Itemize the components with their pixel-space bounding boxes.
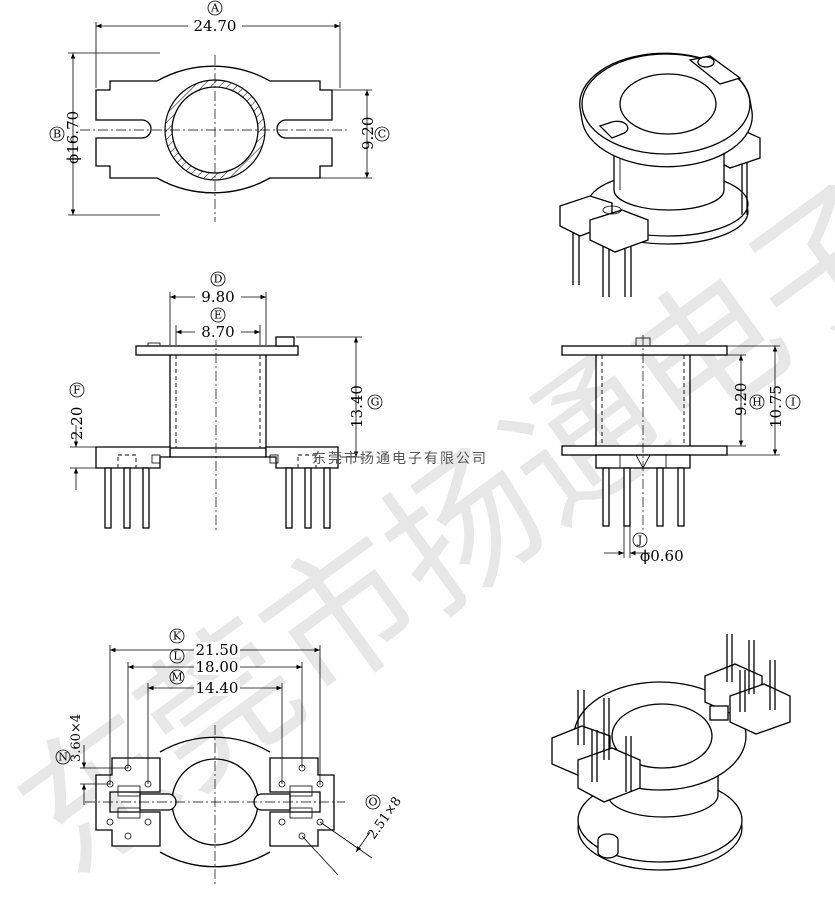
dim-F-letter: F: [73, 384, 81, 397]
dim-I-value: 10.75: [767, 385, 785, 428]
dim-I-letter: I: [791, 396, 795, 409]
dim-E-value: 8.70: [201, 323, 234, 341]
dim-O-letter: O: [368, 796, 377, 809]
dim-N-value: 3.60×4: [69, 714, 84, 762]
dim-A-value: 24.70: [194, 17, 237, 35]
isometric-top-view: [559, 52, 761, 297]
dim-D-letter: D: [214, 273, 223, 286]
dim-H-value: 9.20: [732, 383, 750, 416]
side-view: 9.20 H 10.75 I J ϕ0.60: [561, 335, 801, 565]
dim-G-letter: G: [371, 396, 380, 409]
dim-M-letter: M: [171, 671, 182, 684]
top-view: A 24.70 B ϕ16.70 9.20 C: [49, 0, 390, 222]
dim-F-value: 2.20: [68, 407, 86, 440]
dim-L-letter: L: [173, 650, 181, 663]
dim-A-letter: A: [210, 2, 220, 15]
bottom-view: K 21.50 L 18.00 M 14.40 3.60×4 N O 2.51×…: [55, 628, 405, 885]
dim-C-letter: C: [378, 128, 386, 141]
dim-C-value: 9.20: [359, 117, 377, 150]
dim-B-value: ϕ16.70: [64, 111, 82, 164]
dim-J-letter: J: [637, 534, 642, 547]
dim-J-value: ϕ0.60: [640, 547, 684, 565]
dim-M-value: 14.40: [196, 679, 239, 697]
watermark-small-text: 东莞市扬通电子有限公司: [312, 450, 488, 467]
dim-D-value: 9.80: [201, 288, 234, 306]
dim-E-letter: E: [214, 309, 222, 322]
dim-K-letter: K: [173, 630, 182, 643]
dim-B-letter: B: [53, 128, 61, 141]
dim-K-value: 21.50: [196, 641, 239, 659]
dim-H-letter: H: [752, 396, 762, 409]
isometric-bottom-view: [551, 634, 791, 871]
front-view: D 9.80 E 8.70 F 2.20 13.40 G: [68, 271, 383, 530]
dim-N-letter: N: [58, 751, 68, 764]
dim-L-value: 18.00: [196, 658, 239, 676]
dim-G-value: 13.40: [348, 385, 366, 428]
